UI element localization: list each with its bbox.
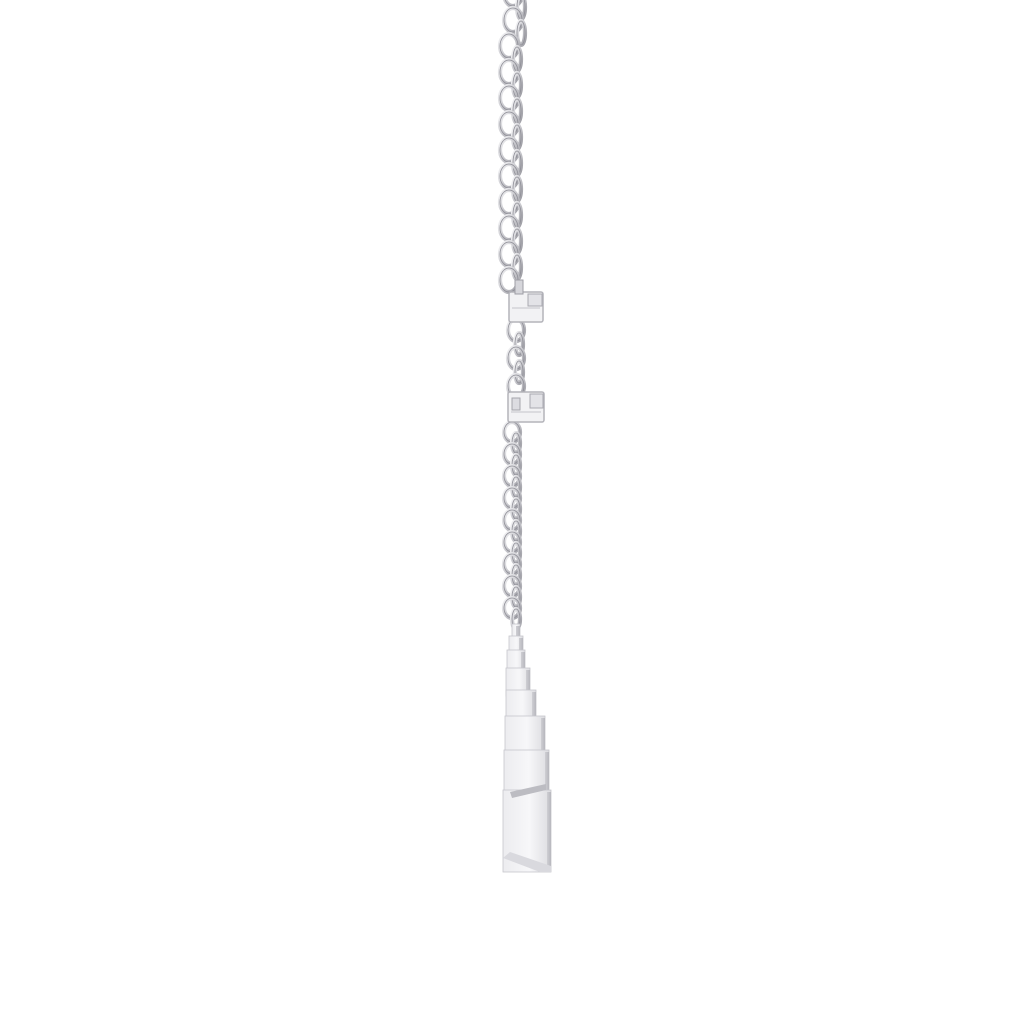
pendant-bevel: [510, 784, 546, 798]
chain-link: [512, 330, 526, 358]
chain-links: [497, 0, 528, 632]
chain-link: [514, 18, 528, 48]
chain-link: [512, 358, 526, 386]
stepped-bar-pendant: [502, 623, 552, 873]
pendant-edge: [503, 852, 551, 872]
upper-charm: [508, 279, 544, 323]
lower-charm: [507, 391, 545, 423]
charm-bars: [507, 279, 545, 423]
